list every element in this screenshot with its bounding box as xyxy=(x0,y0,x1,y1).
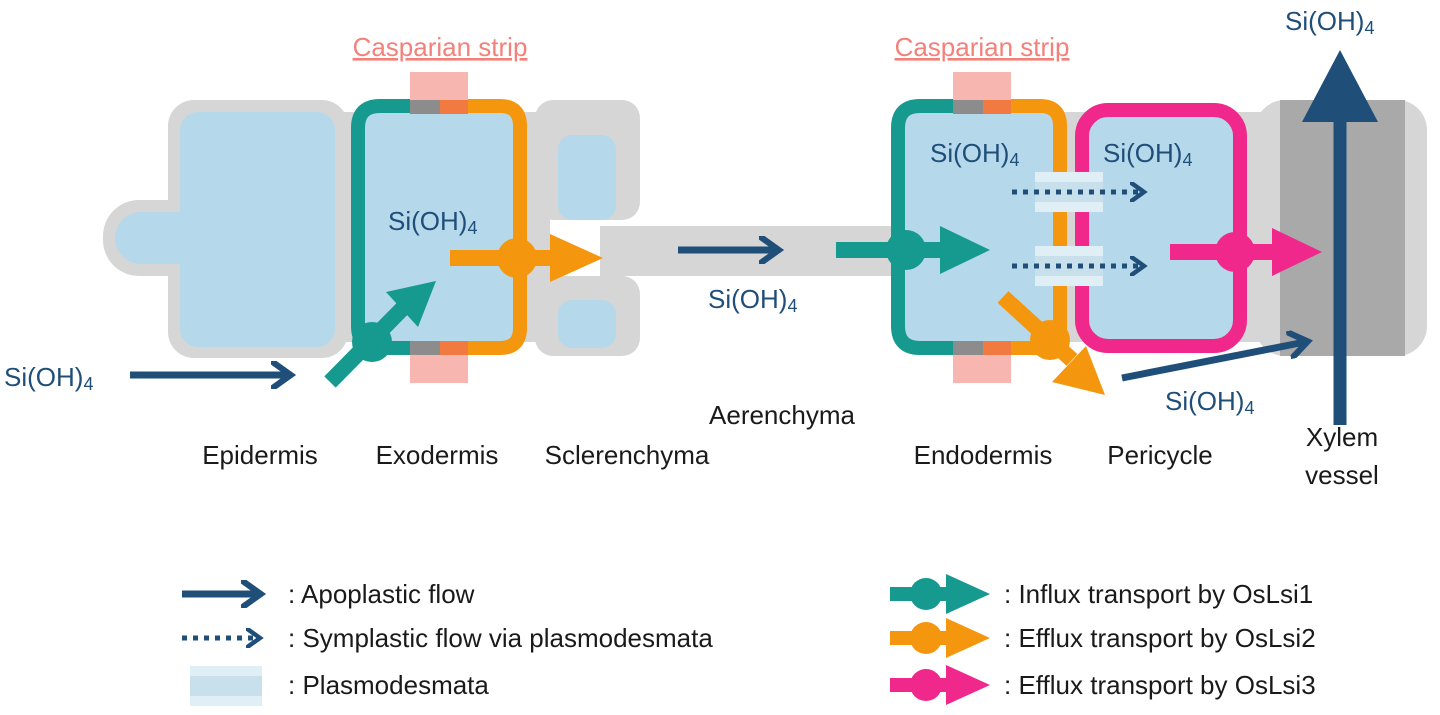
legend-lsi3-text: : Efflux transport by OsLsi3 xyxy=(1004,670,1316,700)
legend-lsi1-text: : Influx transport by OsLsi1 xyxy=(1004,579,1313,609)
xylem-upward-arrow xyxy=(1302,50,1378,425)
legend-symplastic: : Symplastic flow via plasmodesmata xyxy=(182,623,713,653)
exodermis-label: Exodermis xyxy=(376,440,499,470)
silicic-acid-label-apoplast-right: Si(OH)4 xyxy=(1165,386,1254,418)
legend-plasmodesmata: : Plasmodesmata xyxy=(190,666,489,706)
silicic-acid-label-endodermis: Si(OH)4 xyxy=(930,138,1019,170)
silicic-acid-label-pericycle: Si(OH)4 xyxy=(1103,138,1192,170)
casparian-strip-left-label: Casparian strip xyxy=(353,32,528,62)
endodermis-label: Endodermis xyxy=(914,440,1053,470)
apoplastic-arrows xyxy=(130,50,1378,425)
pericycle-cell xyxy=(1075,103,1247,353)
sclerenchyma-label: Sclerenchyma xyxy=(545,440,710,470)
lsi1-arrow-exodermis xyxy=(324,281,436,388)
legend: : Apoplastic flow : Symplastic flow via … xyxy=(182,574,1316,706)
sclerenchyma-cells xyxy=(535,100,640,356)
lsi2-arrow-exodermis xyxy=(450,234,603,282)
legend-lsi2-text: : Efflux transport by OsLsi2 xyxy=(1004,623,1316,653)
legend-symplastic-text: : Symplastic flow via plasmodesmata xyxy=(288,623,713,653)
epidermis-label: Epidermis xyxy=(202,440,318,470)
lsi2-arrow-endodermis xyxy=(997,291,1105,395)
pericycle-label: Pericycle xyxy=(1107,440,1212,470)
endodermis-cell xyxy=(891,99,1067,355)
silicic-acid-label-entry: Si(OH)4 xyxy=(4,362,93,394)
legend-lsi2: : Efflux transport by OsLsi2 xyxy=(890,618,1316,658)
legend-lsi3: : Efflux transport by OsLsi3 xyxy=(890,665,1316,705)
apoplastic-arrow-pericycle xyxy=(1121,342,1305,382)
legend-plasmodesmata-text: : Plasmodesmata xyxy=(288,670,489,700)
aerenchyma-label: Aerenchyma xyxy=(709,400,855,430)
xylem-vessel-label-line2: vessel xyxy=(1305,460,1379,490)
casparian-strip-right-label: Casparian strip xyxy=(895,32,1070,62)
epidermis-cell xyxy=(103,100,348,358)
silicic-acid-label-xylem: Si(OH)4 xyxy=(1285,6,1374,38)
casparian-strip-left xyxy=(410,72,468,383)
legend-apoplastic-text: : Apoplastic flow xyxy=(288,579,475,609)
xylem-vessel-label-line1: Xylem xyxy=(1306,422,1378,452)
lsi3-arrow-pericycle xyxy=(1170,228,1322,276)
legend-lsi1: : Influx transport by OsLsi1 xyxy=(890,574,1313,614)
casparian-strip-right xyxy=(953,72,1011,383)
legend-apoplastic: : Apoplastic flow xyxy=(182,579,475,609)
silicic-acid-label-exodermis: Si(OH)4 xyxy=(388,206,477,238)
silicic-acid-label-aerenchyma: Si(OH)4 xyxy=(708,284,797,316)
lsi1-arrow-endodermis xyxy=(836,226,990,274)
